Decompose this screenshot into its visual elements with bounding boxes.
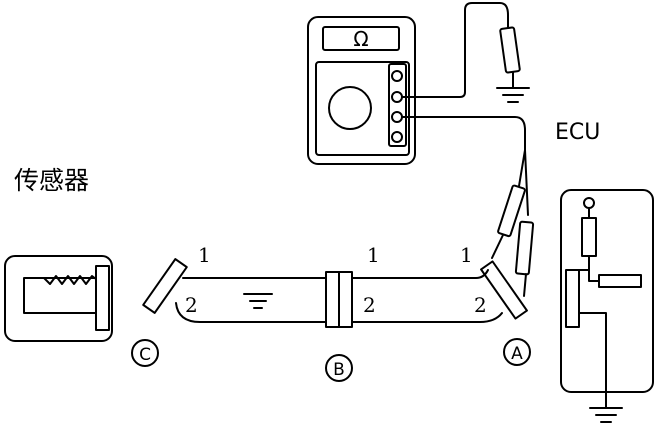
multimeter-jack-strip <box>388 63 407 147</box>
multimeter-display <box>322 26 400 51</box>
connector-a-label: A <box>511 344 523 364</box>
probe-1[interactable] <box>497 184 526 238</box>
multimeter-panel <box>315 61 410 156</box>
pin-1-mid: 1 <box>367 243 380 267</box>
pin-1-right: 1 <box>460 243 473 267</box>
connector-a-badge <box>503 338 531 366</box>
pin-2-left: 2 <box>185 293 198 317</box>
connector-c-label: C <box>139 345 151 365</box>
sensor-housing <box>4 255 113 342</box>
ground-symbol-top <box>496 87 530 103</box>
sensor-label: 传感器 <box>14 166 89 195</box>
jack-4[interactable] <box>391 131 403 143</box>
sensor <box>4 255 113 342</box>
pin-2-right: 2 <box>474 293 487 317</box>
probe-2[interactable] <box>514 220 535 276</box>
multimeter-dial[interactable] <box>328 86 372 130</box>
multimeter-body <box>307 16 416 165</box>
probe-leads <box>401 116 535 297</box>
sensor-resistor-zigzag <box>43 275 97 285</box>
ecu-resistor-horizontal <box>598 274 642 288</box>
harness-ba <box>351 269 503 323</box>
ecu-terminal-top <box>583 197 595 209</box>
connector-a-body <box>480 260 528 320</box>
ground-lead <box>401 2 530 103</box>
connector-c-body <box>142 258 188 314</box>
jack-1[interactable] <box>391 70 403 82</box>
ground-symbol-harness <box>243 293 273 309</box>
multimeter <box>307 16 416 165</box>
ground-lead-probe[interactable] <box>499 26 521 74</box>
connector-c-badge <box>131 339 159 367</box>
ecu-connector <box>565 269 580 328</box>
harness-cb <box>175 277 327 323</box>
pin-2-mid: 2 <box>363 293 376 317</box>
connector-b-label: B <box>333 360 345 380</box>
ecu-resistor-vertical <box>581 217 597 257</box>
ground-symbol-ecu <box>589 407 623 423</box>
jack-3[interactable] <box>391 111 403 123</box>
sensor-plug <box>95 265 110 331</box>
jack-2[interactable] <box>391 91 403 103</box>
ecu-label: ECU <box>555 120 600 145</box>
pin-1-left: 1 <box>198 243 211 267</box>
ecu <box>560 189 654 423</box>
connector-b-badge <box>325 354 353 382</box>
connector-b <box>325 271 353 328</box>
ohm-symbol: Ω <box>353 27 368 51</box>
